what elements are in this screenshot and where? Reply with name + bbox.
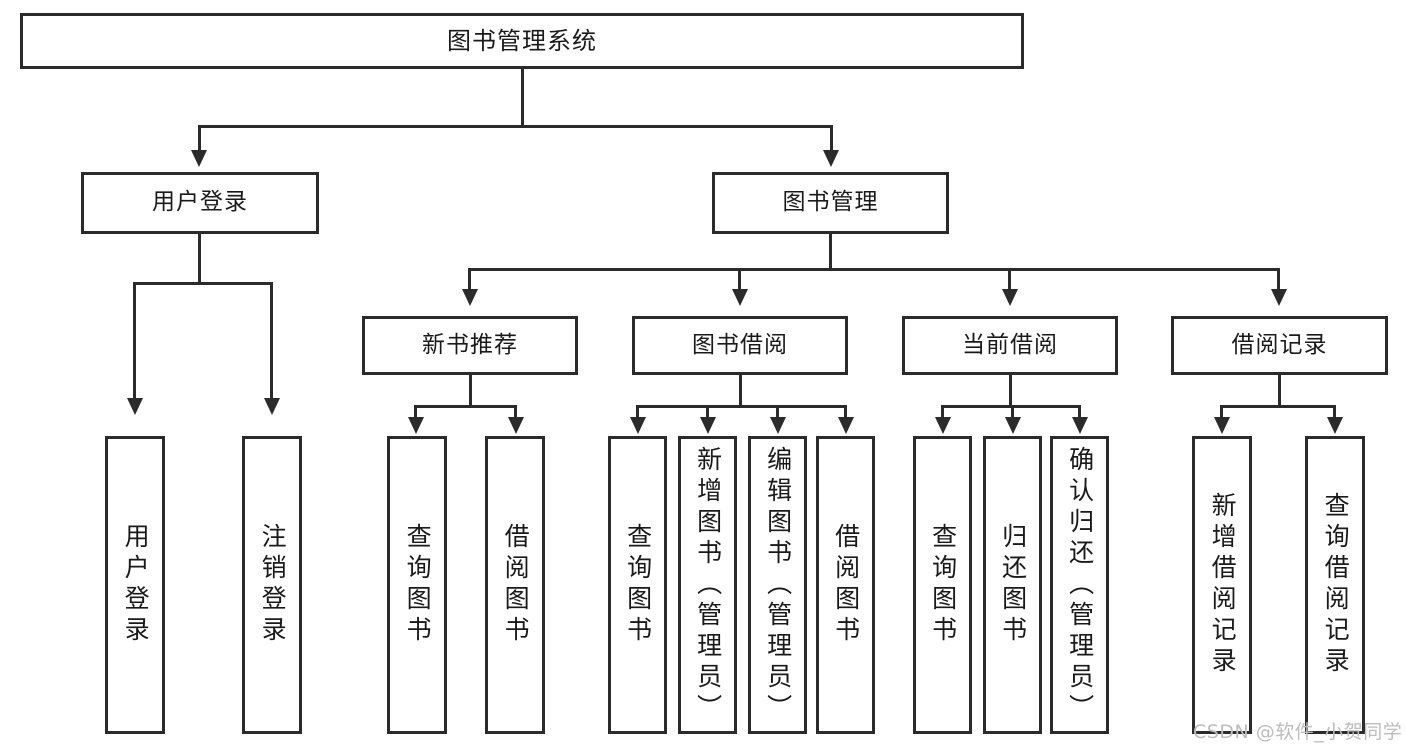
arrowhead-leaf-query-book-1 xyxy=(408,417,424,434)
node-leaf-confirm-return-admin[interactable]: 确认归还（管理员） xyxy=(1050,436,1109,734)
node-label: 图书管理 xyxy=(782,189,879,216)
connector-new-book-recommend-branch-2 xyxy=(514,405,517,419)
arrowhead-leaf-borrow-book-1 xyxy=(508,417,524,434)
node-book-borrow[interactable]: 图书借阅 xyxy=(632,316,848,375)
arrowhead-book-borrow xyxy=(732,289,748,306)
connector-book-manage-branch-4 xyxy=(1277,268,1280,291)
node-leaf-borrow-book-2[interactable]: 借阅图书 xyxy=(816,436,875,734)
node-label: 编辑图书（管理员） xyxy=(763,445,793,725)
arrowhead-user-login xyxy=(191,150,207,167)
node-label: 图书管理系统 xyxy=(447,26,597,55)
connector-current-borrow-bus xyxy=(941,405,1080,408)
connector-borrow-record-branch-1 xyxy=(1220,405,1223,419)
arrowhead-leaf-query-book-2 xyxy=(630,417,646,434)
connector-book-borrow-branch-2 xyxy=(706,405,709,419)
node-leaf-query-book-1[interactable]: 查询图书 xyxy=(387,436,447,734)
connector-book-manage-branch-1 xyxy=(468,268,471,291)
connector-user-login-bus xyxy=(133,282,272,285)
arrowhead-leaf-add-borrow-record xyxy=(1214,417,1230,434)
arrowhead-leaf-edit-book-admin xyxy=(770,417,786,434)
node-label: 归还图书 xyxy=(998,523,1028,647)
node-leaf-user-login[interactable]: 用户登录 xyxy=(105,436,165,734)
connector-book-manage-branch-2 xyxy=(738,268,741,291)
node-leaf-query-book-2[interactable]: 查询图书 xyxy=(608,436,667,734)
connector-book-manage-branch-3 xyxy=(1008,268,1011,291)
node-label: 当前借阅 xyxy=(962,331,1058,358)
node-label: 查询图书 xyxy=(403,523,433,647)
node-label: 新增借阅记录 xyxy=(1208,492,1238,678)
node-leaf-add-book-admin[interactable]: 新增图书（管理员） xyxy=(678,436,737,734)
connector-borrow-record-stem xyxy=(1278,375,1281,407)
connector-book-borrow-stem xyxy=(739,375,742,407)
connector-book-manage-stem xyxy=(829,234,832,270)
node-label: 用户登录 xyxy=(121,523,151,647)
connector-borrow-record-branch-2 xyxy=(1333,405,1336,419)
node-label: 借阅图书 xyxy=(831,523,861,647)
node-leaf-return-book[interactable]: 归还图书 xyxy=(983,436,1042,734)
connector-current-borrow-branch-2 xyxy=(1011,405,1014,419)
node-label: 确认归还（管理员） xyxy=(1065,445,1095,725)
node-label: 图书借阅 xyxy=(692,331,788,358)
node-book-manage[interactable]: 图书管理 xyxy=(712,172,949,234)
node-user-login[interactable]: 用户登录 xyxy=(81,172,319,234)
arrowhead-book-manage xyxy=(823,150,839,167)
connector-borrow-record-bus xyxy=(1220,405,1336,408)
node-new-book-recommend[interactable]: 新书推荐 xyxy=(362,316,578,375)
node-label: 查询图书 xyxy=(928,523,958,647)
connector-new-book-recommend-branch-1 xyxy=(414,405,417,419)
connector-new-book-recommend-stem xyxy=(469,375,472,407)
node-label: 用户登录 xyxy=(152,189,248,216)
arrowhead-leaf-add-book-admin xyxy=(700,417,716,434)
connector-user-login-stem xyxy=(198,234,201,284)
node-leaf-add-borrow-record[interactable]: 新增借阅记录 xyxy=(1192,436,1252,734)
connector-user-login-branch-2 xyxy=(270,282,273,400)
connector-root-bus xyxy=(198,125,833,128)
connector-book-borrow-branch-4 xyxy=(844,405,847,419)
arrowhead-current-borrow xyxy=(1002,289,1018,306)
node-label: 借阅图书 xyxy=(501,523,531,647)
node-leaf-query-book-3[interactable]: 查询图书 xyxy=(913,436,972,734)
node-label: 新书推荐 xyxy=(422,331,518,358)
connector-book-borrow-bus xyxy=(636,405,846,408)
arrowhead-leaf-confirm-return-admin xyxy=(1072,417,1088,434)
connector-current-borrow-branch-3 xyxy=(1078,405,1081,419)
arrowhead-borrow-record xyxy=(1271,289,1287,306)
connector-current-borrow-stem xyxy=(1009,375,1012,407)
node-label: 借阅记录 xyxy=(1231,331,1328,358)
arrowhead-leaf-borrow-book-2 xyxy=(838,417,854,434)
node-label: 查询图书 xyxy=(623,523,653,647)
arrowhead-leaf-query-borrow-record xyxy=(1327,417,1343,434)
node-leaf-edit-book-admin[interactable]: 编辑图书（管理员） xyxy=(748,436,807,734)
node-root-book-management-system[interactable]: 图书管理系统 xyxy=(20,13,1024,69)
node-leaf-user-logout[interactable]: 注销登录 xyxy=(242,436,302,734)
node-current-borrow[interactable]: 当前借阅 xyxy=(902,316,1118,375)
arrowhead-leaf-return-book xyxy=(1005,417,1021,434)
node-label: 注销登录 xyxy=(258,523,288,647)
connector-root-stem xyxy=(521,69,524,127)
arrowhead-leaf-query-book-3 xyxy=(935,417,951,434)
connector-current-borrow-branch-1 xyxy=(941,405,944,419)
node-label: 新增图书（管理员） xyxy=(693,445,723,725)
node-label: 查询借阅记录 xyxy=(1321,492,1351,678)
arrowhead-leaf-user-logout xyxy=(264,398,280,415)
node-leaf-borrow-book-1[interactable]: 借阅图书 xyxy=(485,436,545,734)
connector-book-borrow-branch-3 xyxy=(776,405,779,419)
node-leaf-query-borrow-record[interactable]: 查询借阅记录 xyxy=(1305,436,1365,734)
node-borrow-record[interactable]: 借阅记录 xyxy=(1171,316,1388,375)
csdn-watermark: CSDN @软件_小贺同学 xyxy=(1193,721,1403,743)
connector-user-login-branch-1 xyxy=(133,282,136,400)
connector-book-manage-bus xyxy=(468,268,1280,271)
arrowhead-leaf-user-login xyxy=(127,398,143,415)
arrowhead-new-book-recommend xyxy=(462,289,478,306)
connector-book-borrow-branch-1 xyxy=(636,405,639,419)
connector-root-to-user-login xyxy=(198,125,201,152)
connector-root-to-book-manage xyxy=(830,125,833,152)
connector-new-book-recommend-bus xyxy=(414,405,516,408)
